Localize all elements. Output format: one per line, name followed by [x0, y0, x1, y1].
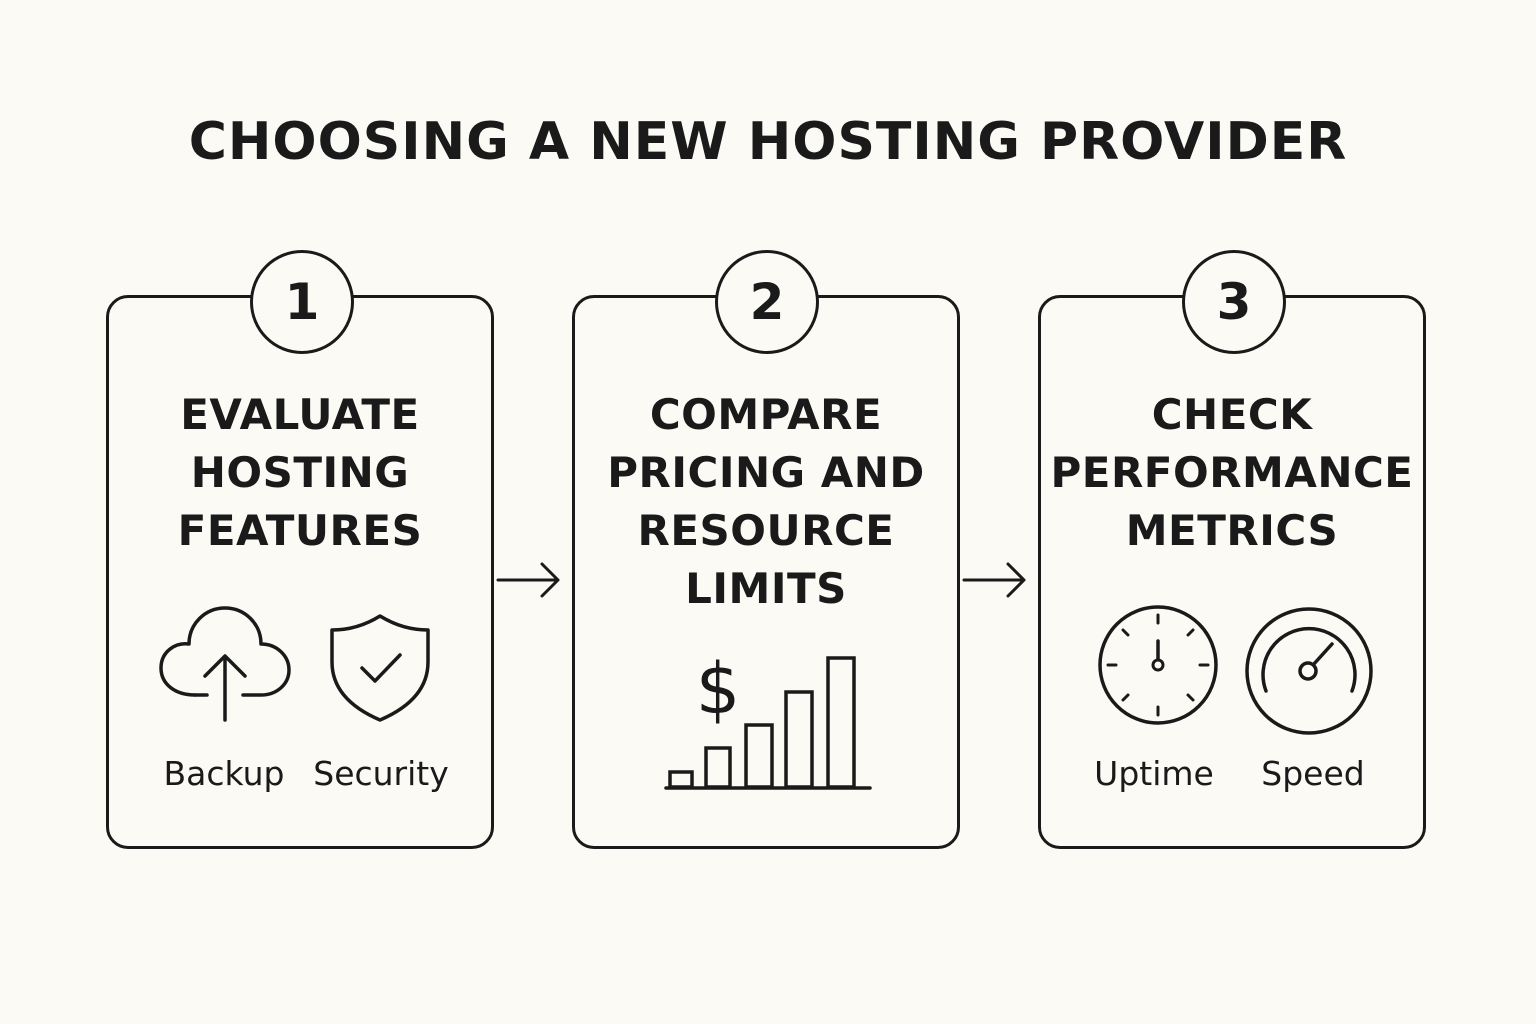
metric-label-speed: Speed — [1261, 754, 1365, 793]
step-title-line: PRICING AND — [607, 448, 925, 497]
step-number-badge-3: 3 — [1182, 250, 1286, 354]
step-title-line: METRICS — [1125, 506, 1339, 555]
svg-text:$: $ — [696, 648, 741, 730]
step-number-badge-1: 1 — [250, 250, 354, 354]
feature-label-backup: Backup — [163, 754, 285, 793]
arrow-right-icon — [962, 562, 1026, 598]
step-title-line: CHECK — [1151, 390, 1313, 439]
step-card-2 — [572, 295, 960, 849]
metric-label-uptime: Uptime — [1094, 754, 1214, 793]
step-title-line: FEATURES — [177, 506, 423, 555]
dollar-bar-chart-icon: $ — [664, 648, 872, 790]
arrow-right-icon — [496, 562, 560, 598]
step-card-3 — [1038, 295, 1426, 849]
step-title-1: EVALUATE HOSTING FEATURES — [106, 386, 494, 560]
feature-label-security: Security — [313, 754, 449, 793]
step-card-1 — [106, 295, 494, 849]
step-number-badge-2: 2 — [715, 250, 819, 354]
step-title-line: LIMITS — [685, 564, 847, 613]
step-title-line: PERFORMANCE — [1050, 448, 1414, 497]
shield-check-icon — [330, 614, 430, 722]
page-title: CHOOSING A NEW HOSTING PROVIDER — [188, 112, 1348, 172]
step-title-line: EVALUATE — [180, 390, 420, 439]
cloud-upload-icon — [159, 606, 291, 722]
step-title-2: COMPARE PRICING AND RESOURCE LIMITS — [572, 386, 960, 618]
speedometer-icon — [1245, 607, 1373, 735]
step-title-line: HOSTING — [190, 448, 410, 497]
step-title-3: CHECK PERFORMANCE METRICS — [1038, 386, 1426, 560]
step-title-line: RESOURCE — [637, 506, 895, 555]
clock-icon — [1098, 605, 1218, 725]
step-title-line: COMPARE — [649, 390, 883, 439]
